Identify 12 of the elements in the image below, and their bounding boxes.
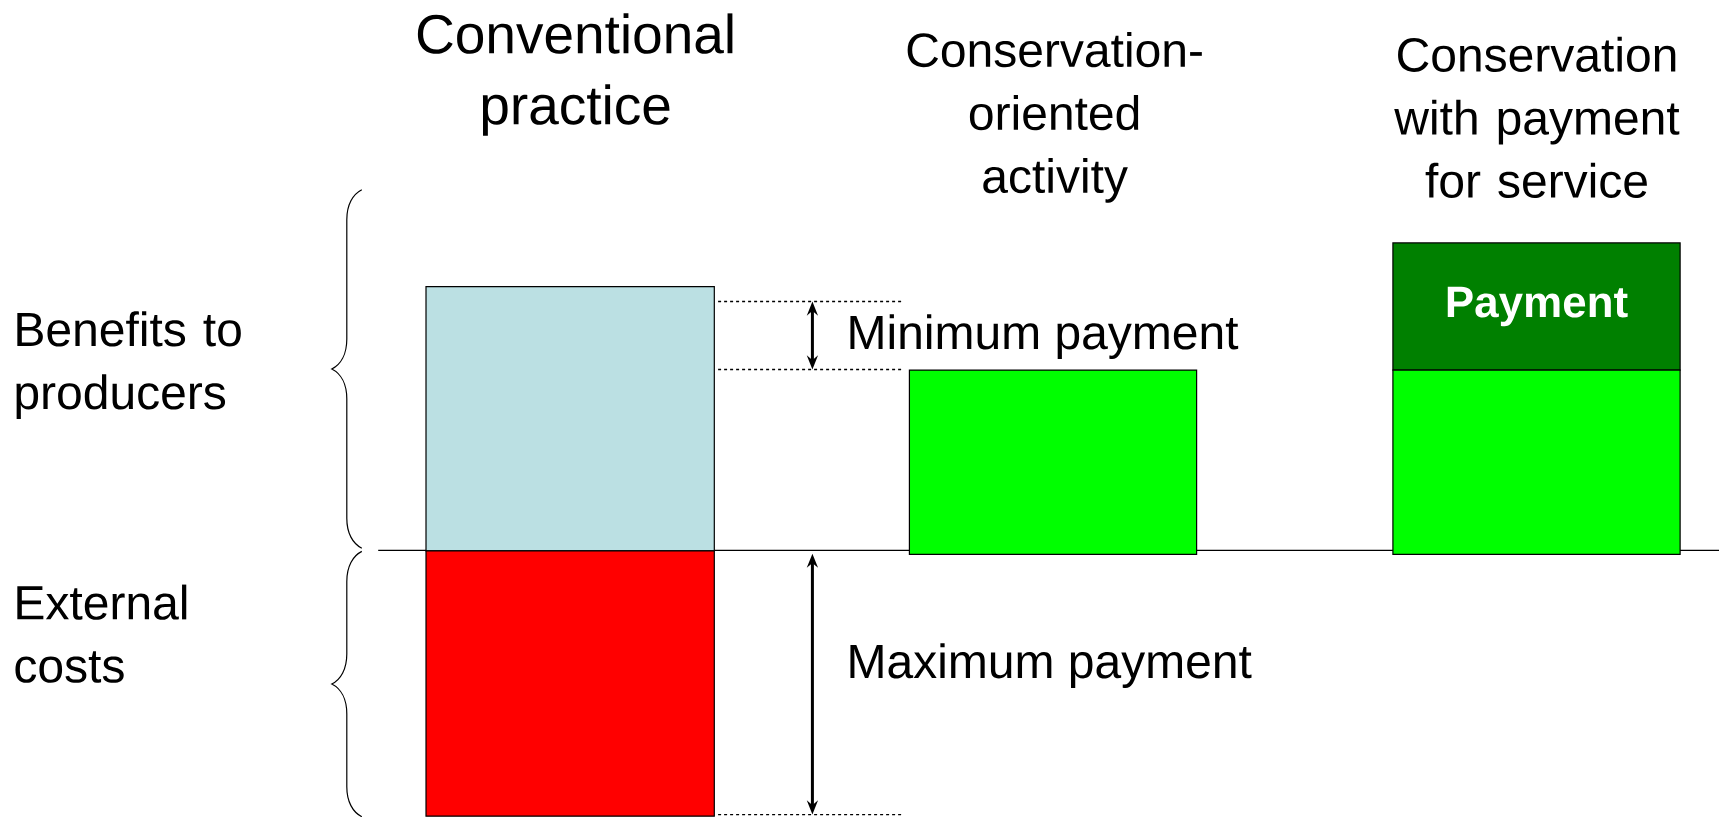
- row-label: Benefits to producers: [16, 311, 241, 419]
- bar-segment: [425, 286, 715, 552]
- column-heading: Conventional practice: [417, 13, 733, 136]
- bar-segment: [1392, 369, 1681, 555]
- column-heading: Conservation with payment for service: [1394, 36, 1680, 198]
- bar-segment: [908, 369, 1198, 555]
- row-label: External costs: [15, 584, 187, 683]
- bar-segment: Payment: [1392, 242, 1681, 371]
- dimension-label: Minimum payment: [850, 314, 1239, 359]
- dimension-label: Maximum payment: [850, 643, 1252, 688]
- bar-segment: [425, 550, 715, 817]
- column-heading: Conservation-oriented activity: [907, 31, 1202, 203]
